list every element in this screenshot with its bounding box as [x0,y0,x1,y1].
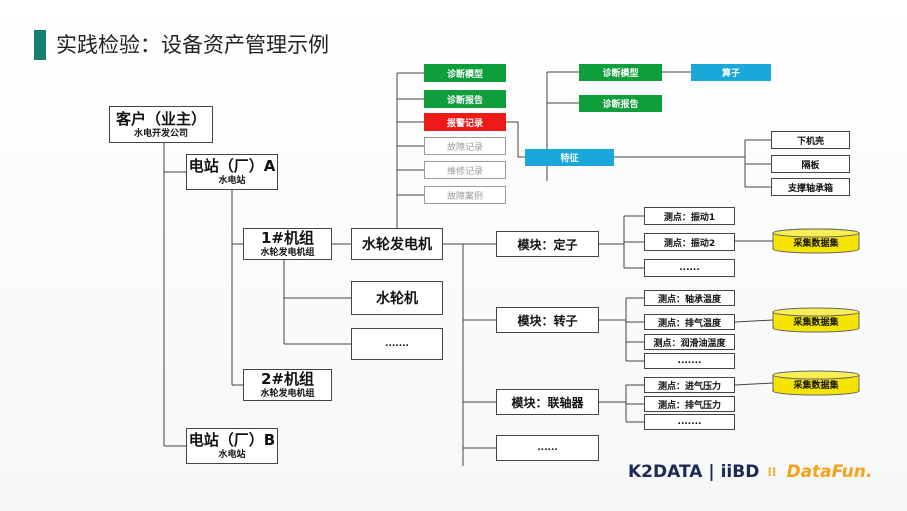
node-generator: 水轮发电机 [351,228,443,260]
node-customer-sub: 水电开发公司 [133,128,188,139]
node-customer: 客户（业主） 水电开发公司 [109,106,213,143]
node-diag-model-2: 诊断模型 [579,64,662,81]
node-customer-name: 客户（业主） [115,109,206,128]
node-station-b-sub: 水电站 [218,450,246,460]
node-diag-model-1: 诊断模型 [424,64,506,82]
node-station-b-name: 电站（厂）B [188,431,276,449]
node-mp-oil-temp: 测点：润滑油温度 [644,334,735,350]
node-coupling-more: ....... [644,414,735,430]
dataset-label-1: 采集数据集 [793,238,839,249]
node-mp-vibration-1: 测点：振动1 [644,207,735,225]
node-bearing-box: 支撑轴承箱 [771,178,850,196]
k2data-logo: K2DATA [628,462,703,482]
node-feature: 特征 [525,149,614,166]
node-mp-intake-pressure: 测点：进气压力 [644,377,735,393]
dataset-label-2: 采集数据集 [793,317,839,328]
node-diag-report-1: 诊断报告 [424,90,506,108]
datafun-dots-icon: ⁝⁝ [767,465,777,479]
node-partition: 隔板 [771,155,850,173]
node-fault-record: 故障记录 [424,137,506,155]
node-unit-2: 2#机组 水轮发电机组 [243,369,332,401]
node-stator-more: ...... [644,259,735,277]
node-module-stator: 模块：定子 [496,231,599,257]
node-unit-2-sub: 水轮发电机组 [260,389,315,399]
node-alarm-record: 报警记录 [424,113,506,131]
node-unit-2-name: 2#机组 [260,370,314,388]
node-mp-vibration-2: 测点：振动2 [644,233,735,251]
node-lower-shell: 下机壳 [771,131,850,149]
node-station-b: 电站（厂）B 水电站 [186,428,278,464]
dataset-cylinder-3 [772,370,860,396]
logo-separator: | [708,462,715,482]
node-unit-1: 1#机组 水轮发电机组 [243,228,332,260]
node-station-a-sub: 水电站 [218,176,246,186]
node-module-coupling: 模块：联轴器 [496,389,599,415]
node-station-a: 电站（厂）A 水电站 [186,154,278,190]
node-module-rotor: 模块：转子 [496,307,599,333]
dataset-cylinders [772,228,860,396]
node-unit-more: ....... [351,328,443,360]
page-title: 实践检验：设备资产管理示例 [56,33,329,57]
node-unit-1-sub: 水轮发电机组 [260,248,315,258]
node-unit-1-name: 1#机组 [260,229,314,247]
iibd-logo: iiBD [720,462,760,482]
dataset-cylinder-1 [772,228,860,254]
title-accent-bar [34,30,46,60]
dataset-cylinder-2 [772,307,860,333]
node-turbine: 水轮机 [351,281,443,315]
footer-logos: K2DATA | iiBD ⁝⁝ DataFun. [628,459,872,485]
node-station-a-name: 电站（厂）A [188,157,276,175]
node-operator: 算子 [691,64,771,81]
node-diag-report-2: 诊断报告 [579,95,662,112]
node-fault-case: 故障案例 [424,186,506,204]
node-mp-exhaust-temp: 测点：排气温度 [644,314,735,330]
node-rotor-more: ....... [644,353,735,369]
node-maint-record: 维修记录 [424,161,506,179]
node-module-more: ...... [496,435,599,461]
node-mp-bearing-temp: 测点：轴承温度 [644,290,735,306]
node-mp-exhaust-pressure: 测点：排气压力 [644,396,735,412]
datafun-logo: DataFun. [786,462,873,482]
dataset-label-3: 采集数据集 [793,380,839,391]
